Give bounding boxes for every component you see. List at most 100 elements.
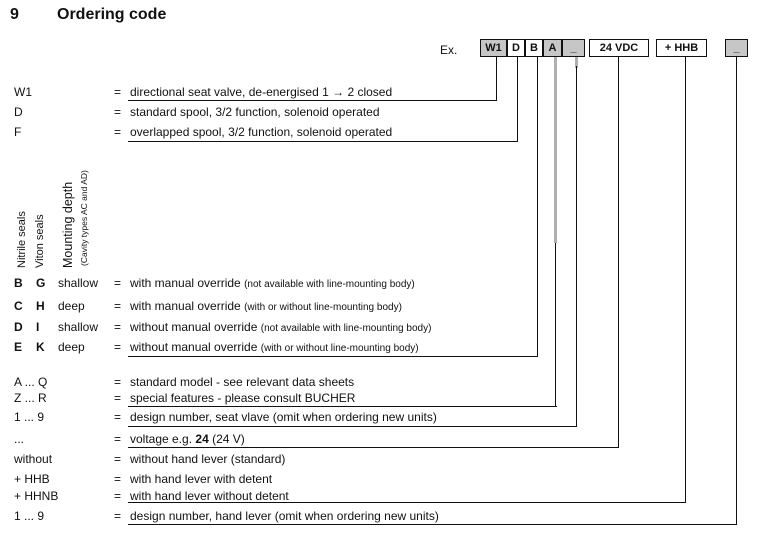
row-w1: W1 = directional seat valve, de-energise… (0, 85, 757, 100)
code-box-blank2: _ (725, 39, 748, 57)
row-description: with hand lever with detent (130, 472, 273, 486)
row-code: Z ... R (14, 391, 47, 405)
underline-design2 (128, 524, 737, 525)
connector-vline-model-gray (554, 57, 557, 243)
connector-vline-design1 (576, 66, 577, 426)
row-description: with hand lever without detent (130, 489, 289, 503)
underline-handlever (128, 502, 686, 503)
row-code: + HHB (14, 472, 50, 486)
row-code-nitrile: E (14, 340, 23, 354)
row-code-viton: G (36, 276, 46, 290)
row-design-number-seat-valve: 1 ... 9 = design number, seat vlave (omi… (0, 410, 757, 425)
connector-vline-design1-gray (575, 57, 578, 68)
equals-sign: = (114, 489, 122, 503)
connector-vline-spool (517, 57, 518, 141)
connector-vline-override (537, 57, 538, 356)
equals-sign: = (114, 375, 122, 389)
description-main: without manual override (130, 340, 258, 354)
row-description: design number, seat vlave (omit when ord… (130, 410, 437, 424)
code-box-w1: W1 (480, 39, 507, 57)
row-design-number-hand-lever: 1 ... 9 = design number, hand lever (omi… (0, 509, 757, 524)
section-number: 9 (10, 6, 19, 23)
row-depth: deep (58, 299, 85, 313)
row-depth: deep (58, 340, 85, 354)
connector-vline-w1 (496, 57, 497, 100)
description-pre: voltage e.g. (130, 432, 196, 446)
equals-sign: = (114, 452, 122, 466)
description-note: (not available with line-mounting body) (244, 279, 415, 290)
description-note: (with or without line-mounting body) (244, 302, 402, 313)
row-description: without hand lever (standard) (130, 452, 286, 466)
description-main: without manual override (130, 320, 258, 334)
description-voltage-value: 24 (195, 432, 209, 446)
equals-sign: = (114, 432, 122, 446)
description-main: with manual override (130, 299, 241, 313)
row-description: special features - please consult BUCHER (130, 391, 356, 405)
row-code: D (14, 105, 23, 119)
row-hhnb: + HHNB = with hand lever without detent (0, 489, 757, 504)
row-d-i-shallow: D I shallow = without manual override (n… (0, 320, 757, 335)
row-b-g-shallow: B G shallow = with manual override (not … (0, 276, 757, 291)
row-description: standard spool, 3/2 function, solenoid o… (130, 105, 380, 119)
equals-sign: = (114, 472, 122, 486)
row-e-k-deep: E K deep = without manual override (with… (0, 340, 757, 355)
code-box-hhb: + HHB (656, 39, 707, 57)
code-box-b: B (525, 39, 543, 57)
label-cavity-types: (Cavity types AC and AD) (79, 170, 89, 266)
equals-sign: = (114, 85, 122, 99)
underline-model (128, 406, 557, 407)
row-description: without manual override (not available w… (130, 320, 431, 334)
row-standard-model: A ... Q = standard model - see relevant … (0, 375, 757, 390)
row-description: voltage e.g. 24 (24 V) (130, 432, 245, 446)
underline-override (128, 356, 538, 357)
equals-sign: = (114, 105, 122, 119)
row-hhb: + HHB = with hand lever with detent (0, 472, 757, 487)
equals-sign: = (114, 509, 122, 523)
page-title: Ordering code (57, 6, 167, 23)
row-code: ... (14, 432, 25, 446)
row-code-viton: K (36, 340, 45, 354)
code-box-d: D (507, 39, 525, 57)
connector-vline-model (555, 243, 556, 406)
description-post: (24 V) (208, 432, 245, 446)
row-code: without (14, 452, 53, 466)
label-mounting-depth: Mounting depth (61, 181, 75, 268)
row-description: with manual override (not available with… (130, 276, 415, 290)
row-code-viton: H (36, 299, 45, 313)
row-code: + HHNB (14, 489, 59, 503)
row-description: directional seat valve, de-energised 1 →… (130, 85, 393, 99)
row-code-nitrile: C (14, 299, 23, 313)
code-box-blank1: _ (562, 39, 585, 57)
row-description: standard model - see relevant data sheet… (130, 375, 355, 389)
row-code-nitrile: D (14, 320, 23, 334)
connector-vline-voltage (618, 57, 619, 447)
underline-spool (128, 141, 518, 142)
row-d: D = standard spool, 3/2 function, soleno… (0, 105, 757, 120)
underline-design1 (128, 426, 577, 427)
row-description: with manual override (with or without li… (130, 299, 402, 313)
equals-sign: = (114, 391, 122, 405)
equals-sign: = (114, 320, 122, 334)
row-code: 1 ... 9 (14, 410, 45, 424)
equals-sign: = (114, 125, 122, 139)
equals-sign: = (114, 340, 122, 354)
row-description: without manual override (with or without… (130, 340, 419, 354)
row-code-nitrile: B (14, 276, 23, 290)
row-special-features: Z ... R = special features - please cons… (0, 391, 757, 406)
row-without-hand-lever: without = without hand lever (standard) (0, 452, 757, 467)
code-box-voltage: 24 VDC (589, 39, 649, 57)
row-depth: shallow (58, 276, 99, 290)
row-c-h-deep: C H deep = with manual override (with or… (0, 299, 757, 314)
row-code-viton: I (36, 320, 40, 334)
description-note: (not available with line-mounting body) (260, 323, 432, 334)
example-label: Ex. (440, 43, 458, 57)
row-voltage: ... = voltage e.g. 24 (24 V) (0, 432, 757, 447)
row-description: design number, hand lever (omit when ord… (130, 509, 439, 523)
label-viton-seals: Viton seals (34, 214, 46, 268)
row-description: overlapped spool, 3/2 function, solenoid… (130, 125, 393, 139)
description-note: (with or without line-mounting body) (260, 343, 419, 354)
connector-vline-handlever (685, 57, 686, 502)
code-box-a: A (543, 39, 562, 57)
row-code: 1 ... 9 (14, 509, 45, 523)
